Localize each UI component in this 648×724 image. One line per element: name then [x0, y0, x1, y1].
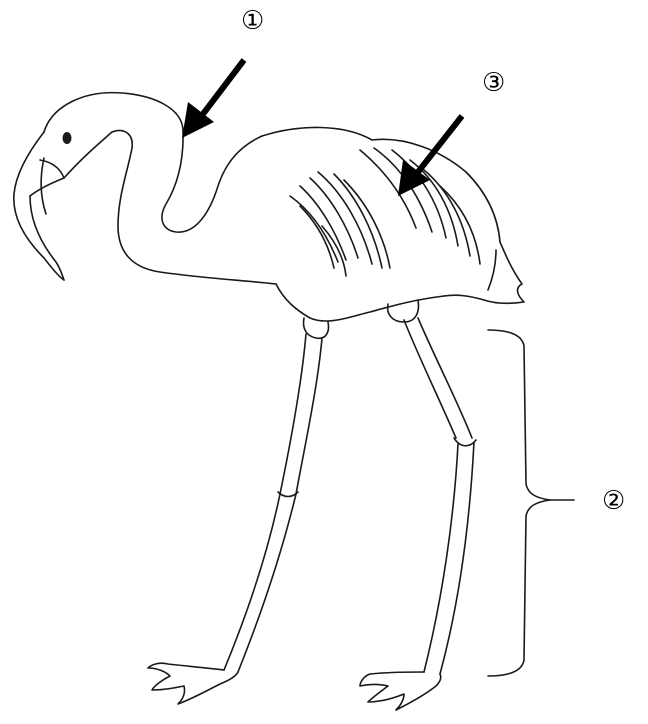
arrow-3 [398, 116, 462, 196]
marker-3-label: ③ [482, 70, 505, 96]
flamingo-head [14, 93, 183, 280]
flamingo-neck [112, 130, 276, 284]
eye [63, 132, 72, 144]
wing-feathers [290, 148, 480, 276]
arrow-1 [182, 60, 244, 138]
marker-1-label: ① [241, 8, 264, 34]
flamingo-legs [148, 300, 476, 710]
marker-2-label: ② [602, 488, 625, 514]
flamingo-body [262, 127, 524, 321]
leg-bracket [488, 330, 574, 676]
